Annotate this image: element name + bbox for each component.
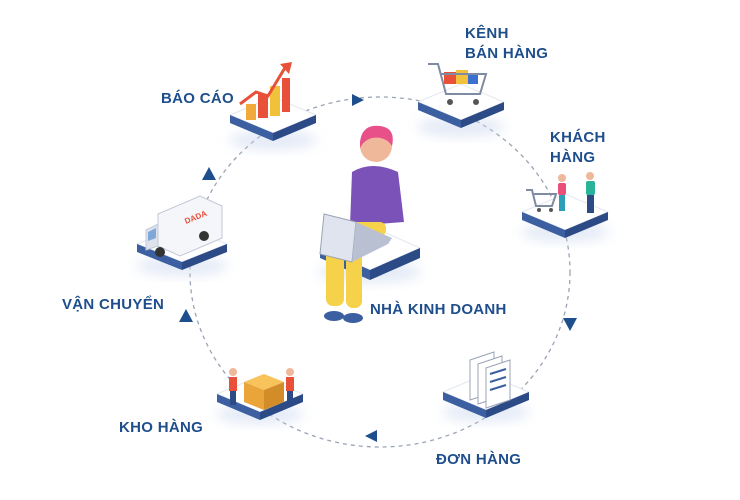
arrow-upper-left-icon [202,167,216,180]
label-van-chuyen: VẬN CHUYỂN [62,296,165,313]
warehouse-boxes-icon [229,368,294,410]
shopping-cart-icon [428,63,488,105]
customers-icon [526,172,595,213]
label-khach-hang-line2: HÀNG [550,149,596,166]
arrow-left-icon [179,309,193,322]
label-kenh-ban-hang: KÊNH BÁN HÀNG [465,24,548,64]
node-kho-hang [215,368,305,424]
arrow-top-icon [352,94,364,106]
node-kenh-ban-hang [416,63,506,137]
label-bao-cao: BÁO CÁO [161,90,234,107]
arrow-right-icon [563,318,577,331]
order-documents-icon [469,351,511,409]
label-kenh-ban-hang-line1: KÊNH [465,25,509,42]
node-van-chuyen: DADA [135,195,229,276]
label-don-hang: ĐƠN HÀNG [436,451,522,468]
node-bao-cao [228,62,318,150]
label-khach-hang-line1: KHÁCH [550,129,606,146]
arrow-bottom-icon [365,430,377,442]
business-owner-icon [319,125,404,323]
node-don-hang [441,351,531,422]
node-khach-hang [520,172,610,242]
label-khach-hang: KHÁCH HÀNG [550,128,606,168]
cycle-ring [189,96,571,448]
node-nha-kinh-doanh [318,125,422,323]
bar-chart-icon [239,62,292,120]
delivery-truck-icon: DADA [145,195,223,257]
label-kenh-ban-hang-line2: BÁN HÀNG [465,45,549,62]
label-kho-hang: KHO HÀNG [119,419,204,436]
center-label: NHÀ KINH DOANH [370,301,507,318]
